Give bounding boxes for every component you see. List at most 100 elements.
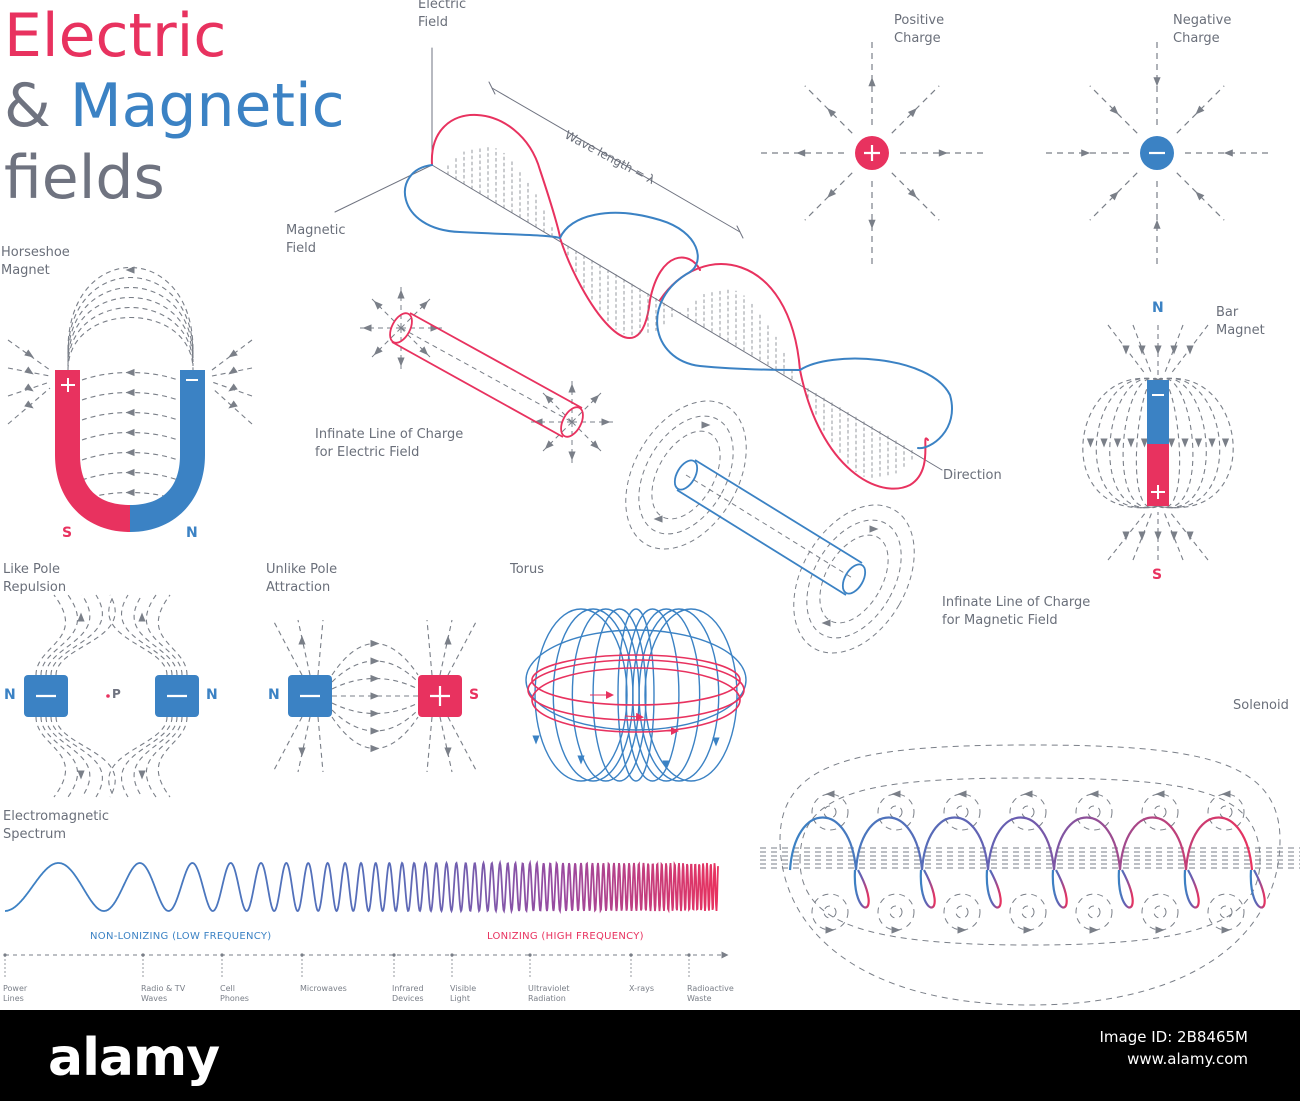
solenoid-bottom-vortex bbox=[1208, 894, 1244, 930]
field-arrow-icon bbox=[126, 369, 135, 376]
repulsion-field-line bbox=[134, 595, 177, 675]
solenoid-bottom-vortex bbox=[956, 906, 968, 918]
bar-magnet-diagram bbox=[1083, 325, 1233, 560]
field-arrow-icon bbox=[371, 745, 380, 752]
spectrum-tick-label: PowerLines bbox=[3, 984, 27, 1004]
like-pole-n-left: N bbox=[4, 687, 16, 703]
field-arrow-icon bbox=[822, 619, 831, 626]
magnetic-wave-lobe-3 bbox=[657, 272, 800, 370]
field-arrow-icon bbox=[126, 429, 135, 436]
field-arrow-icon bbox=[868, 77, 875, 86]
repulsion-field-line bbox=[41, 595, 78, 675]
attraction-outer-line bbox=[273, 620, 302, 675]
magnetic-field-loop bbox=[787, 504, 920, 655]
field-arrow-icon bbox=[1090, 926, 1099, 933]
non-ionizing-label: NON-LONIZING (LOW FREQUENCY) bbox=[90, 931, 271, 942]
field-arrow-icon bbox=[1122, 532, 1129, 541]
field-arrow-icon bbox=[1024, 790, 1033, 797]
field-arrow-icon bbox=[532, 736, 539, 745]
attraction-outer-line bbox=[427, 717, 432, 772]
direction-axis bbox=[432, 165, 942, 470]
field-arrow-icon bbox=[363, 324, 372, 331]
bar-field-line bbox=[1158, 378, 1233, 507]
field-arrow-icon bbox=[1154, 346, 1161, 355]
label-em-spectrum: ElectromagneticSpectrum bbox=[3, 808, 109, 844]
line-charge-axis bbox=[401, 328, 572, 422]
solenoid-top-vortex bbox=[1088, 806, 1100, 818]
solenoid-coil-back bbox=[1119, 870, 1133, 908]
solenoid-top-vortex bbox=[1076, 794, 1112, 830]
label-torus: Torus bbox=[510, 561, 544, 579]
field-arrow-icon bbox=[654, 515, 663, 522]
solenoid-top-vortex bbox=[812, 794, 848, 830]
attraction-outer-line bbox=[448, 717, 477, 772]
electric-wave-lobe-3 bbox=[660, 264, 800, 370]
field-arrow-icon bbox=[298, 636, 305, 645]
field-arrow-icon bbox=[24, 349, 33, 357]
solenoid-top-vortex bbox=[1208, 794, 1244, 830]
line-charge-axis bbox=[686, 475, 854, 579]
ionizing-label: LONIZING (HIGH FREQUENCY) bbox=[487, 931, 644, 942]
horseshoe-field-line bbox=[68, 318, 193, 371]
field-arrow-icon bbox=[126, 489, 135, 496]
field-arrow-icon bbox=[371, 675, 380, 682]
field-arrow-icon bbox=[126, 389, 135, 396]
spectrum-tick-label: Radio & TVWaves bbox=[141, 984, 185, 1004]
field-arrow-icon bbox=[1081, 149, 1090, 156]
solenoid-inner-field bbox=[800, 778, 1260, 945]
field-arrow-icon bbox=[1100, 439, 1107, 448]
attraction-outer-line bbox=[298, 717, 310, 772]
field-arrow-icon bbox=[1156, 926, 1165, 933]
label-positive-charge: PositiveCharge bbox=[894, 12, 944, 48]
solenoid-bottom-vortex bbox=[944, 894, 980, 930]
repulsion-field-line bbox=[56, 595, 115, 675]
solenoid-top-vortex bbox=[1220, 806, 1232, 818]
magnetic-wave-lobe-2 bbox=[560, 213, 698, 272]
bar-magnet-north bbox=[1147, 380, 1169, 444]
field-arrow-icon bbox=[371, 692, 380, 699]
spectrum-wave bbox=[5, 863, 718, 911]
bar-pole-s: S bbox=[1152, 567, 1162, 583]
field-arrow-icon bbox=[796, 149, 805, 156]
solenoid-top-vortex bbox=[1010, 794, 1046, 830]
solenoid-bottom-vortex bbox=[1010, 894, 1046, 930]
field-arrow-icon bbox=[1186, 346, 1193, 355]
label-negative-charge: NegativeCharge bbox=[1173, 12, 1231, 48]
field-arrow-icon bbox=[1138, 346, 1145, 355]
torus-field-loop bbox=[645, 609, 737, 781]
positive-charge-diagram bbox=[757, 38, 987, 268]
solenoid-coil-back bbox=[855, 870, 869, 908]
solenoid-top-vortex bbox=[878, 794, 914, 830]
torus-field-loop bbox=[633, 609, 700, 781]
field-arrow-icon bbox=[298, 748, 305, 757]
field-arrow-icon bbox=[958, 790, 967, 797]
solenoid-coil-front bbox=[790, 818, 1252, 871]
attraction-outer-line bbox=[318, 620, 323, 675]
field-arrow-icon bbox=[228, 349, 237, 357]
field-arrow-icon bbox=[1090, 790, 1099, 797]
point-p-label: P bbox=[112, 687, 121, 701]
spectrum-tick-label: UltravioletRadiation bbox=[528, 984, 570, 1004]
field-arrow-icon bbox=[892, 926, 901, 933]
solenoid-bottom-vortex bbox=[890, 906, 902, 918]
field-arrow-icon bbox=[1170, 532, 1177, 541]
torus-field-loop bbox=[535, 609, 627, 781]
like-pole-n-right: N bbox=[206, 687, 218, 703]
magnetic-field-loop bbox=[769, 484, 939, 675]
field-arrow-icon bbox=[77, 613, 84, 622]
field-arrow-icon bbox=[568, 384, 575, 393]
unlike-pole-n: N bbox=[268, 687, 280, 703]
torus-field-loop bbox=[626, 609, 679, 781]
field-arrow-icon bbox=[958, 926, 967, 933]
solenoid-top-vortex bbox=[890, 806, 902, 818]
repulsion-field-line bbox=[51, 595, 102, 675]
horseshoe-pole-n: N bbox=[186, 525, 198, 541]
stock-footer: alamy Image ID: 2B8465M www.alamy.com bbox=[0, 1010, 1300, 1101]
solenoid-top-vortex bbox=[956, 806, 968, 818]
